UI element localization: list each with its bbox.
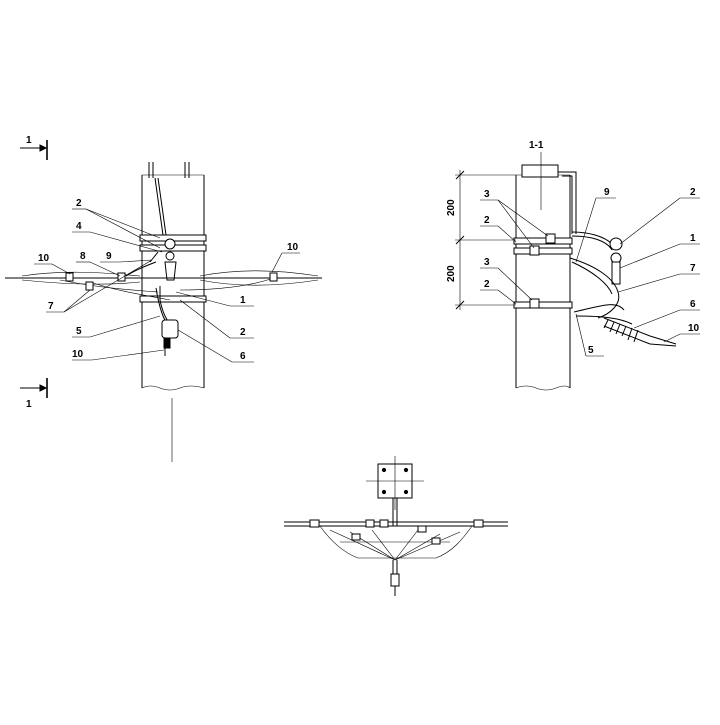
side-callout-9: 9	[604, 187, 610, 198]
front-callout-10b: 10	[287, 242, 299, 253]
section-title: 1-1	[529, 140, 544, 151]
side-callouts: 3 2 3 2 9 2 1 7 6	[480, 187, 700, 357]
side-callout-2c: 2	[690, 187, 696, 198]
section-marker-bottom: 1	[20, 378, 48, 410]
side-callout-6: 6	[690, 299, 696, 310]
front-callout-1: 1	[240, 295, 246, 306]
side-callout-3b: 3	[484, 257, 490, 268]
front-callout-7: 7	[48, 301, 54, 312]
front-view: 1 1	[5, 135, 322, 462]
front-callout-10a: 10	[38, 253, 50, 264]
dimension-lower: 200	[446, 265, 457, 282]
front-callout-6: 6	[240, 351, 246, 362]
front-callout-2b: 2	[240, 327, 246, 338]
side-callout-2a: 2	[484, 215, 490, 226]
side-callout-2b: 2	[484, 279, 490, 290]
section-label-top: 1	[26, 135, 32, 146]
front-callout-2a: 2	[76, 198, 82, 209]
front-callout-5: 5	[76, 326, 82, 337]
dimension-upper: 200	[446, 199, 457, 216]
section-marker-top: 1	[20, 135, 48, 160]
side-view: 1-1	[446, 140, 700, 391]
section-label-bottom: 1	[26, 399, 32, 410]
side-callout-5: 5	[588, 345, 594, 356]
pole-front	[125, 162, 207, 462]
side-callout-1: 1	[690, 233, 696, 244]
front-callouts: 2 4 9 8 10 10 7 1 5	[34, 198, 300, 363]
side-callout-3a: 3	[484, 189, 490, 200]
plan-view	[284, 456, 508, 596]
front-callout-10c: 10	[72, 349, 84, 360]
insulator-side	[603, 317, 677, 347]
front-callout-9: 9	[106, 251, 112, 262]
side-callout-10: 10	[688, 323, 700, 334]
side-callout-7: 7	[690, 263, 696, 274]
pole-side	[513, 152, 677, 391]
front-callout-8: 8	[80, 251, 86, 262]
dimension-chain: 200 200	[446, 170, 516, 310]
front-callout-4: 4	[76, 221, 82, 232]
